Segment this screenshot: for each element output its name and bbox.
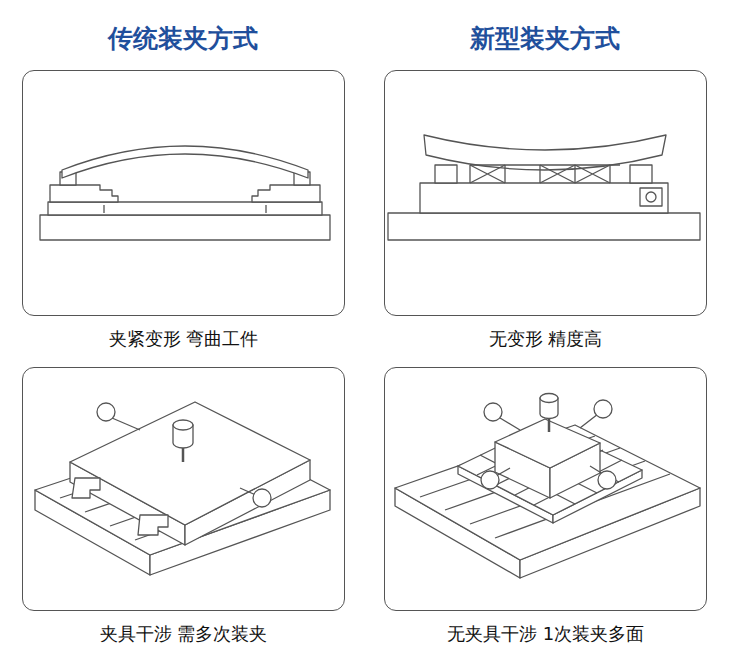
panel-caption: 无夹具干涉 1次装夹多面 xyxy=(447,622,644,646)
illustration-panel: 无变形 精度高 xyxy=(384,70,707,316)
illustration-panel: 夹紧变形 弯曲工件 xyxy=(22,70,345,316)
column-heading: 新型装夹方式 xyxy=(470,22,620,55)
illustration-panel: 夹具干涉 需多次装夹 xyxy=(22,367,345,611)
panel-caption: 夹紧变形 弯曲工件 xyxy=(109,327,259,351)
new-clamp-side-view xyxy=(388,135,700,240)
panel-caption: 夹具干涉 需多次装夹 xyxy=(100,622,268,646)
column-heading: 传统装夹方式 xyxy=(108,22,258,55)
traditional-clamp-isometric xyxy=(35,402,330,575)
illustration-panel: 无夹具干涉 1次装夹多面 xyxy=(384,367,707,611)
panel-caption: 无变形 精度高 xyxy=(489,327,603,351)
new-clamp-isometric xyxy=(395,394,700,579)
traditional-clamp-side-view xyxy=(40,146,330,240)
